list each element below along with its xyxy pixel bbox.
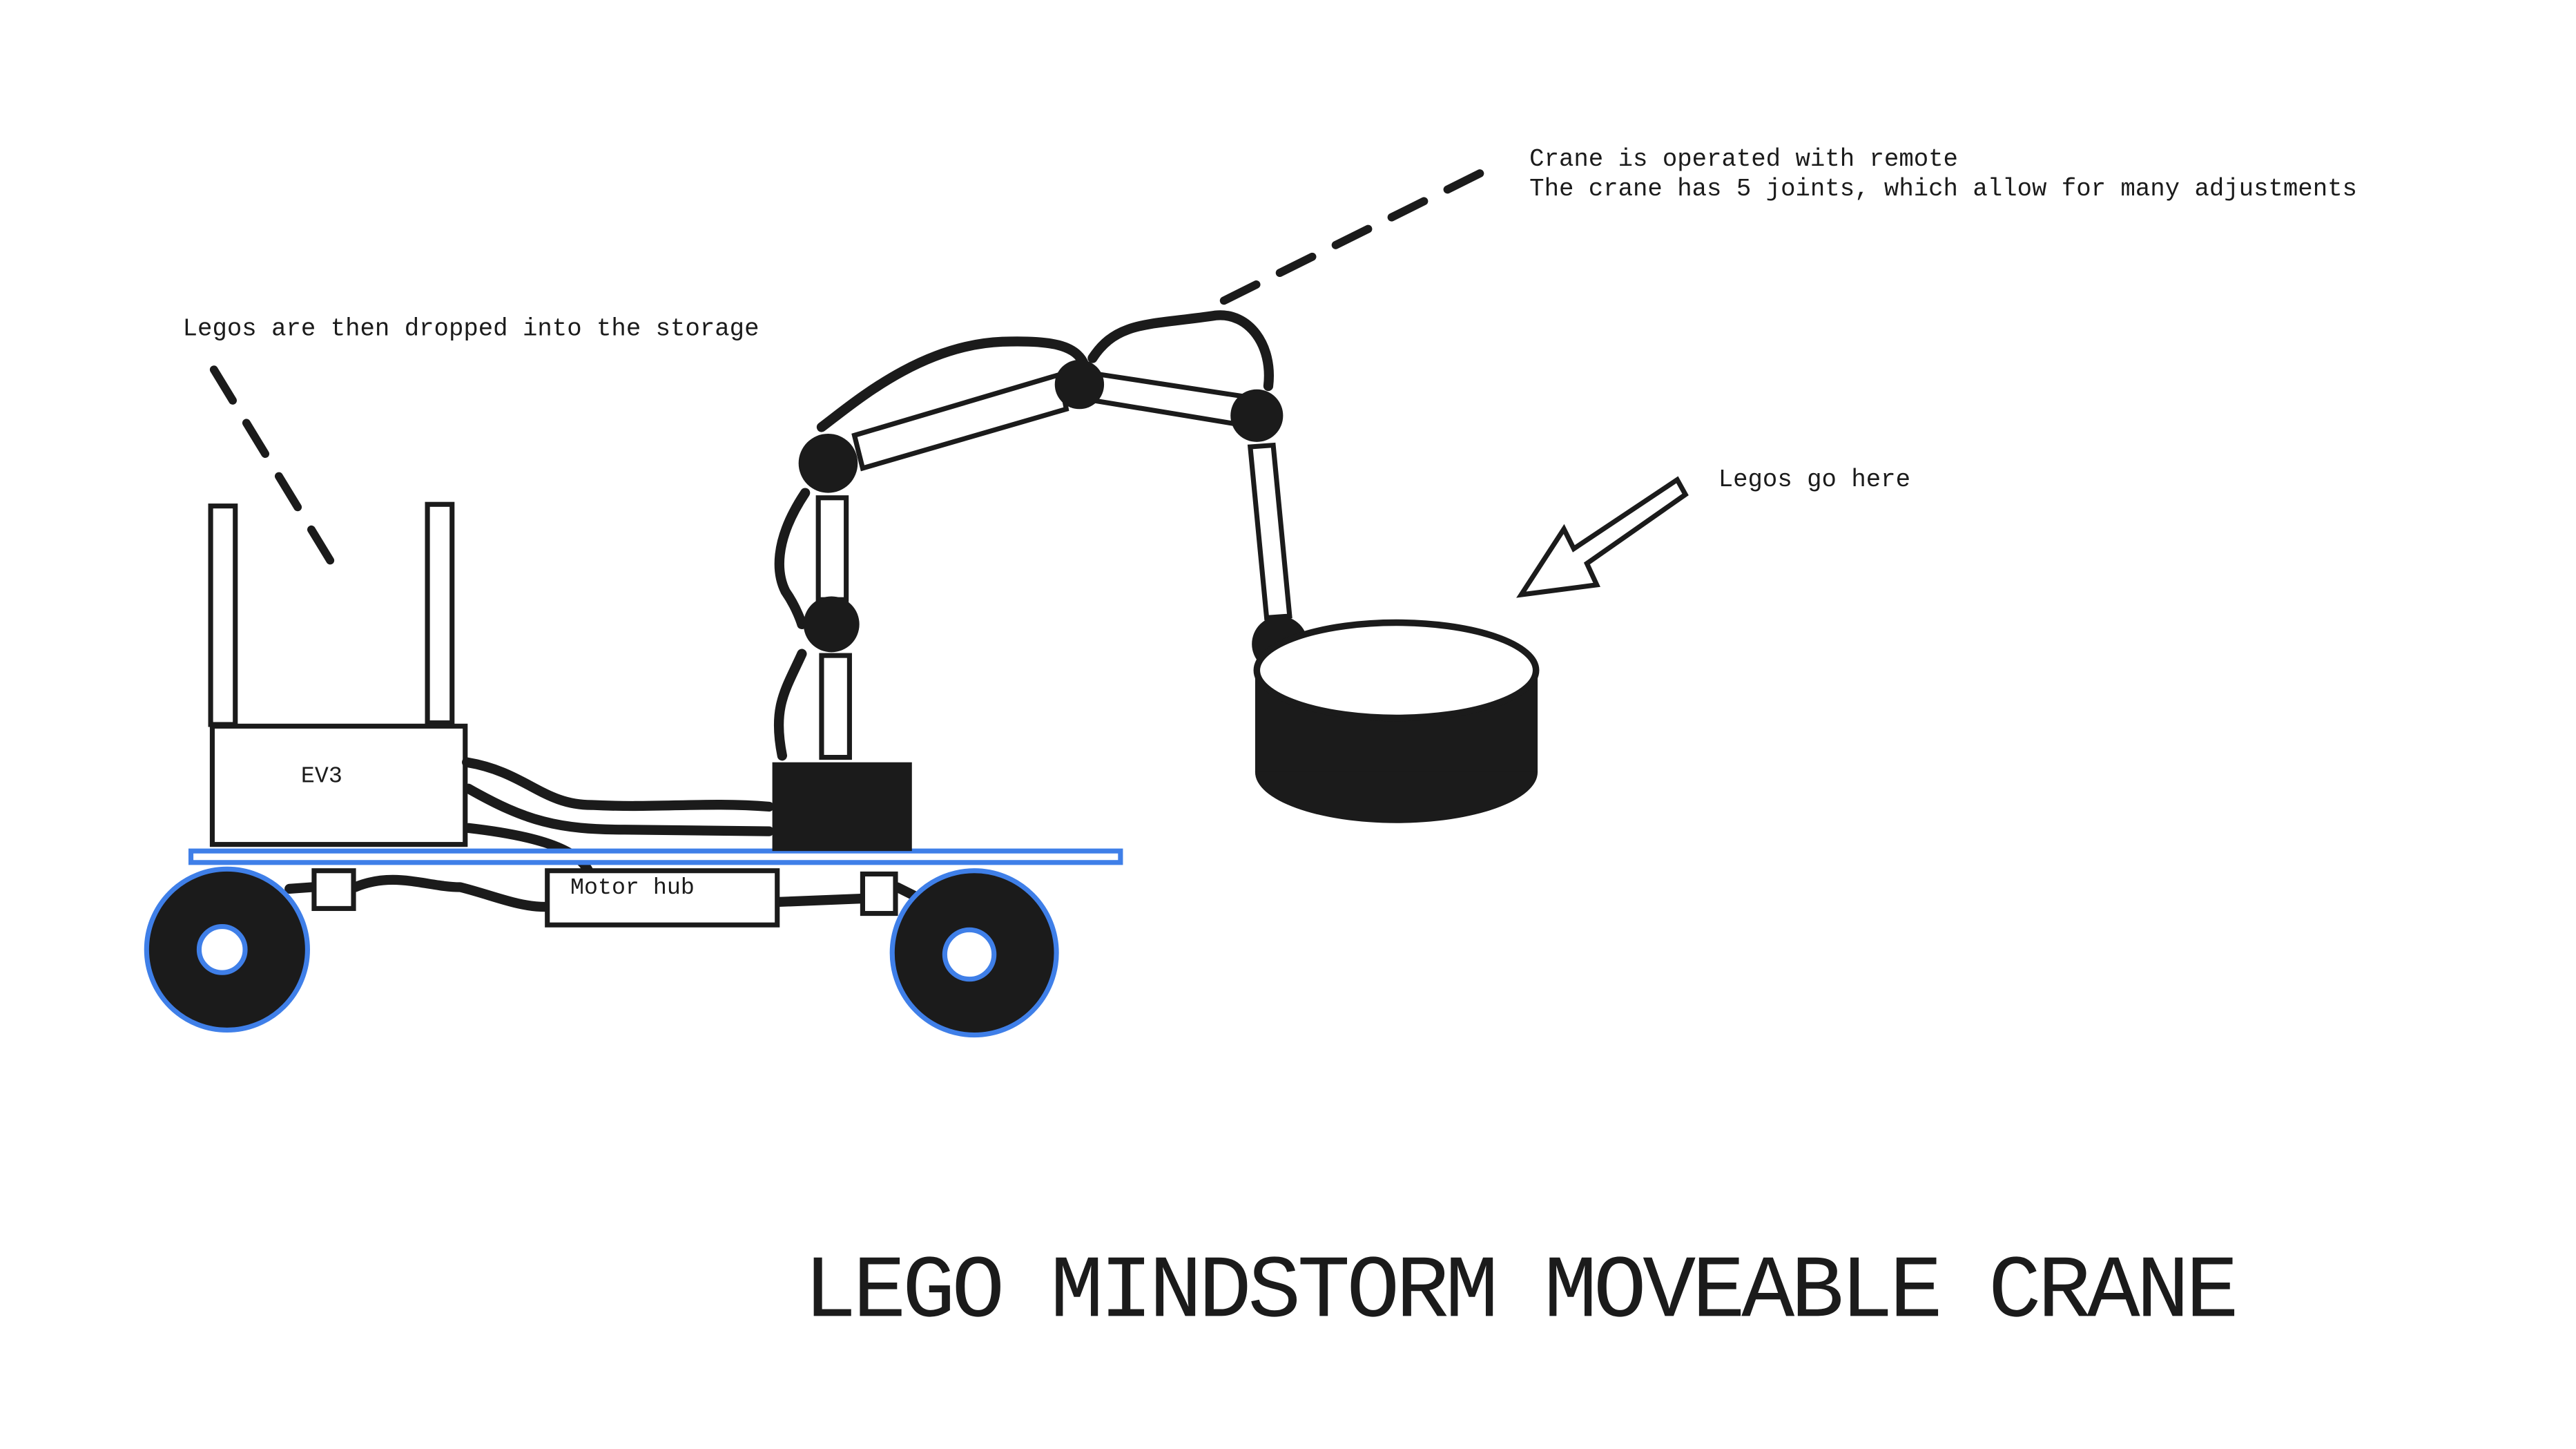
crane-mast-upper bbox=[815, 495, 849, 602]
storage-annotation: Legos are then dropped into the storage bbox=[183, 314, 759, 343]
cable-hub-right bbox=[773, 882, 919, 908]
storage-post-left bbox=[208, 503, 238, 727]
remote-annotation-line2: The crane has 5 joints, which allow for … bbox=[1529, 175, 2357, 203]
cable-arm-1 bbox=[816, 336, 1090, 432]
arrow-icon bbox=[1516, 476, 1689, 598]
joint-2 bbox=[803, 596, 860, 653]
cable-hub-left bbox=[284, 874, 551, 912]
ev3-label: EV3 bbox=[301, 762, 342, 789]
wheel-left-hub bbox=[196, 924, 248, 975]
crane-arm-segment-1 bbox=[851, 371, 1069, 472]
cable-mast bbox=[773, 488, 811, 761]
storage-post-right bbox=[425, 501, 455, 726]
page-title: LEGO MINDSTORM MOVEABLE CRANE bbox=[804, 1242, 2239, 1343]
platform bbox=[188, 848, 1123, 865]
cable-ev3-to-base-1 bbox=[462, 757, 774, 812]
cable-arm-2 bbox=[1087, 310, 1274, 392]
cable-ev3-to-base-2 bbox=[463, 783, 774, 836]
joint-3 bbox=[1054, 359, 1105, 410]
lego-bowl bbox=[1253, 619, 1540, 823]
axle-block-right bbox=[860, 871, 898, 917]
legos-go-here-annotation: Legos go here bbox=[1718, 466, 1910, 494]
joint-4 bbox=[1230, 389, 1284, 442]
crane-arm-segment-3 bbox=[1247, 442, 1292, 621]
motor-hub bbox=[545, 868, 780, 928]
crane-mast-lower bbox=[819, 653, 852, 760]
motor-hub-label: Motor hub bbox=[570, 874, 695, 901]
crane-base bbox=[772, 762, 912, 852]
crane-arm-segment-2 bbox=[1093, 372, 1243, 427]
remote-pointer-line bbox=[1219, 163, 1496, 305]
joint-1 bbox=[798, 433, 858, 493]
storage-pointer-line bbox=[209, 365, 347, 584]
ev3-brick bbox=[209, 723, 468, 847]
axle-block-left bbox=[311, 868, 356, 911]
wheel-right-hub bbox=[942, 927, 997, 982]
remote-annotation-line1: Crane is operated with remote bbox=[1529, 145, 1958, 173]
